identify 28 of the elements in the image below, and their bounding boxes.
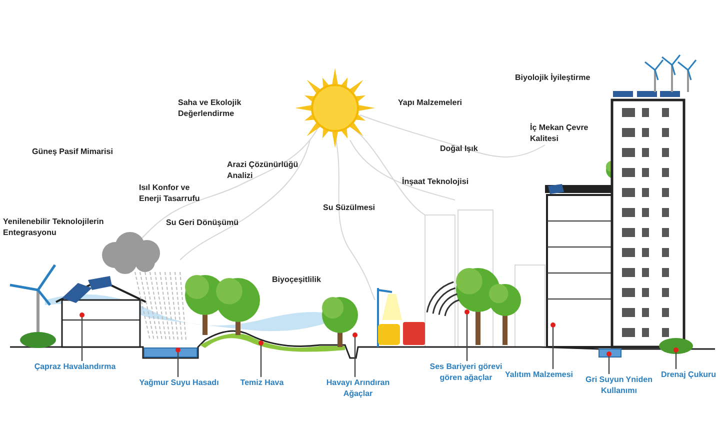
callout-label: Çapraz Havalandırma [20, 362, 130, 373]
leader-line [608, 354, 610, 374]
annotation-text: Su Süzülmesi [323, 203, 376, 214]
annotation-text: Güneş Pasif Mimarisi [32, 147, 114, 158]
callout-label: Yalıtım Malzemesi [497, 370, 581, 381]
callout-label: Yağmur Suyu Hasadı [133, 378, 225, 389]
annotation-text: Yenilenebilir Teknolojilerin Entegrasyonu [3, 217, 105, 239]
annotation-text: İç Mekan Çevre Kalitesi [530, 123, 590, 145]
annotation-text: Biyolojik İyileştirme [515, 73, 592, 84]
annotation-text: Biyoçeşitlilik [272, 275, 322, 286]
annotation-text: Saha ve Ekolojik Değerlendirme [178, 98, 242, 120]
leader-line [675, 350, 677, 369]
leader-line [354, 335, 356, 377]
annotation-text: Arazi Çözünürlüğü Analizi [227, 160, 300, 182]
callout-label: Drenaj Çukuru [657, 370, 720, 381]
callout-label: Gri Suyun Yniden Kullanımı [582, 375, 656, 397]
callout-label: Temiz Hava [236, 378, 288, 389]
callout-label: Havayı Arındıran Ağaçlar [318, 378, 398, 400]
annotation-text: Su Geri Dönüşümü [166, 218, 240, 229]
leader-line [177, 350, 179, 377]
leader-line [260, 343, 262, 377]
annotation-text: Yapı Malzemeleri [398, 98, 464, 109]
annotation-text: İnşaat Teknolojisi [402, 177, 470, 188]
leader-line [466, 312, 468, 361]
annotation-text: Isıl Konfor ve Enerji Tasarrufu [139, 183, 201, 205]
leader-line [81, 315, 83, 361]
leader-line [552, 325, 554, 369]
annotation-text: Doğal Işık [440, 144, 479, 155]
